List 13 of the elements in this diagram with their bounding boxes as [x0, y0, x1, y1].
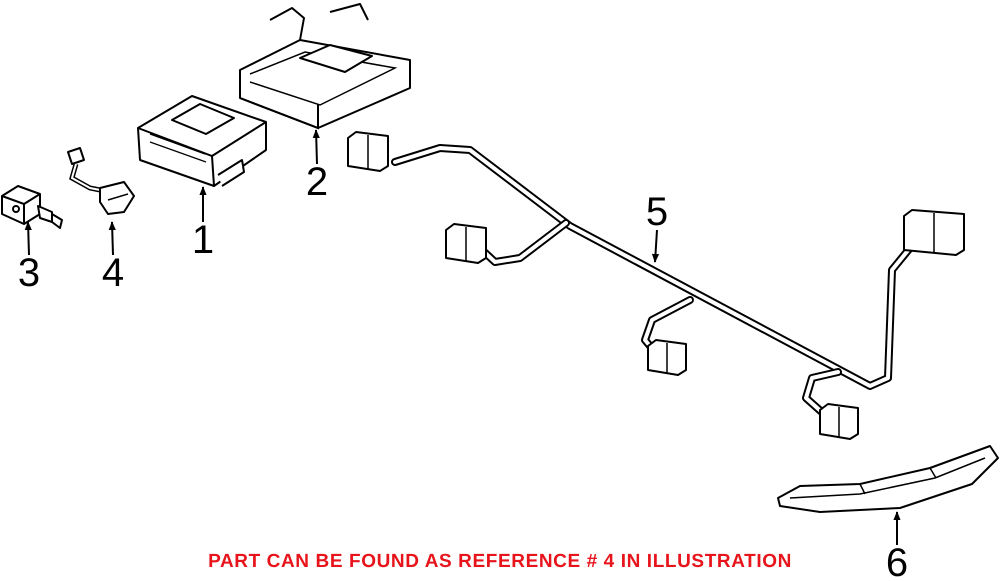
callout-number: 6	[884, 545, 910, 581]
callout-number: 4	[100, 255, 126, 291]
callout-number: 5	[644, 194, 670, 230]
leader-line	[652, 230, 660, 263]
callout-number: 1	[190, 222, 216, 258]
leader-line	[108, 221, 116, 256]
note-text: PART CAN BE FOUND AS REFERENCE # 4 IN ILLUSTRATION	[207, 551, 793, 573]
leader-line	[24, 221, 32, 256]
callout-number: 3	[16, 255, 42, 291]
leader-line	[312, 129, 320, 164]
callout-number: 2	[304, 164, 330, 200]
leader-line	[893, 511, 901, 545]
leader-line	[199, 186, 207, 222]
